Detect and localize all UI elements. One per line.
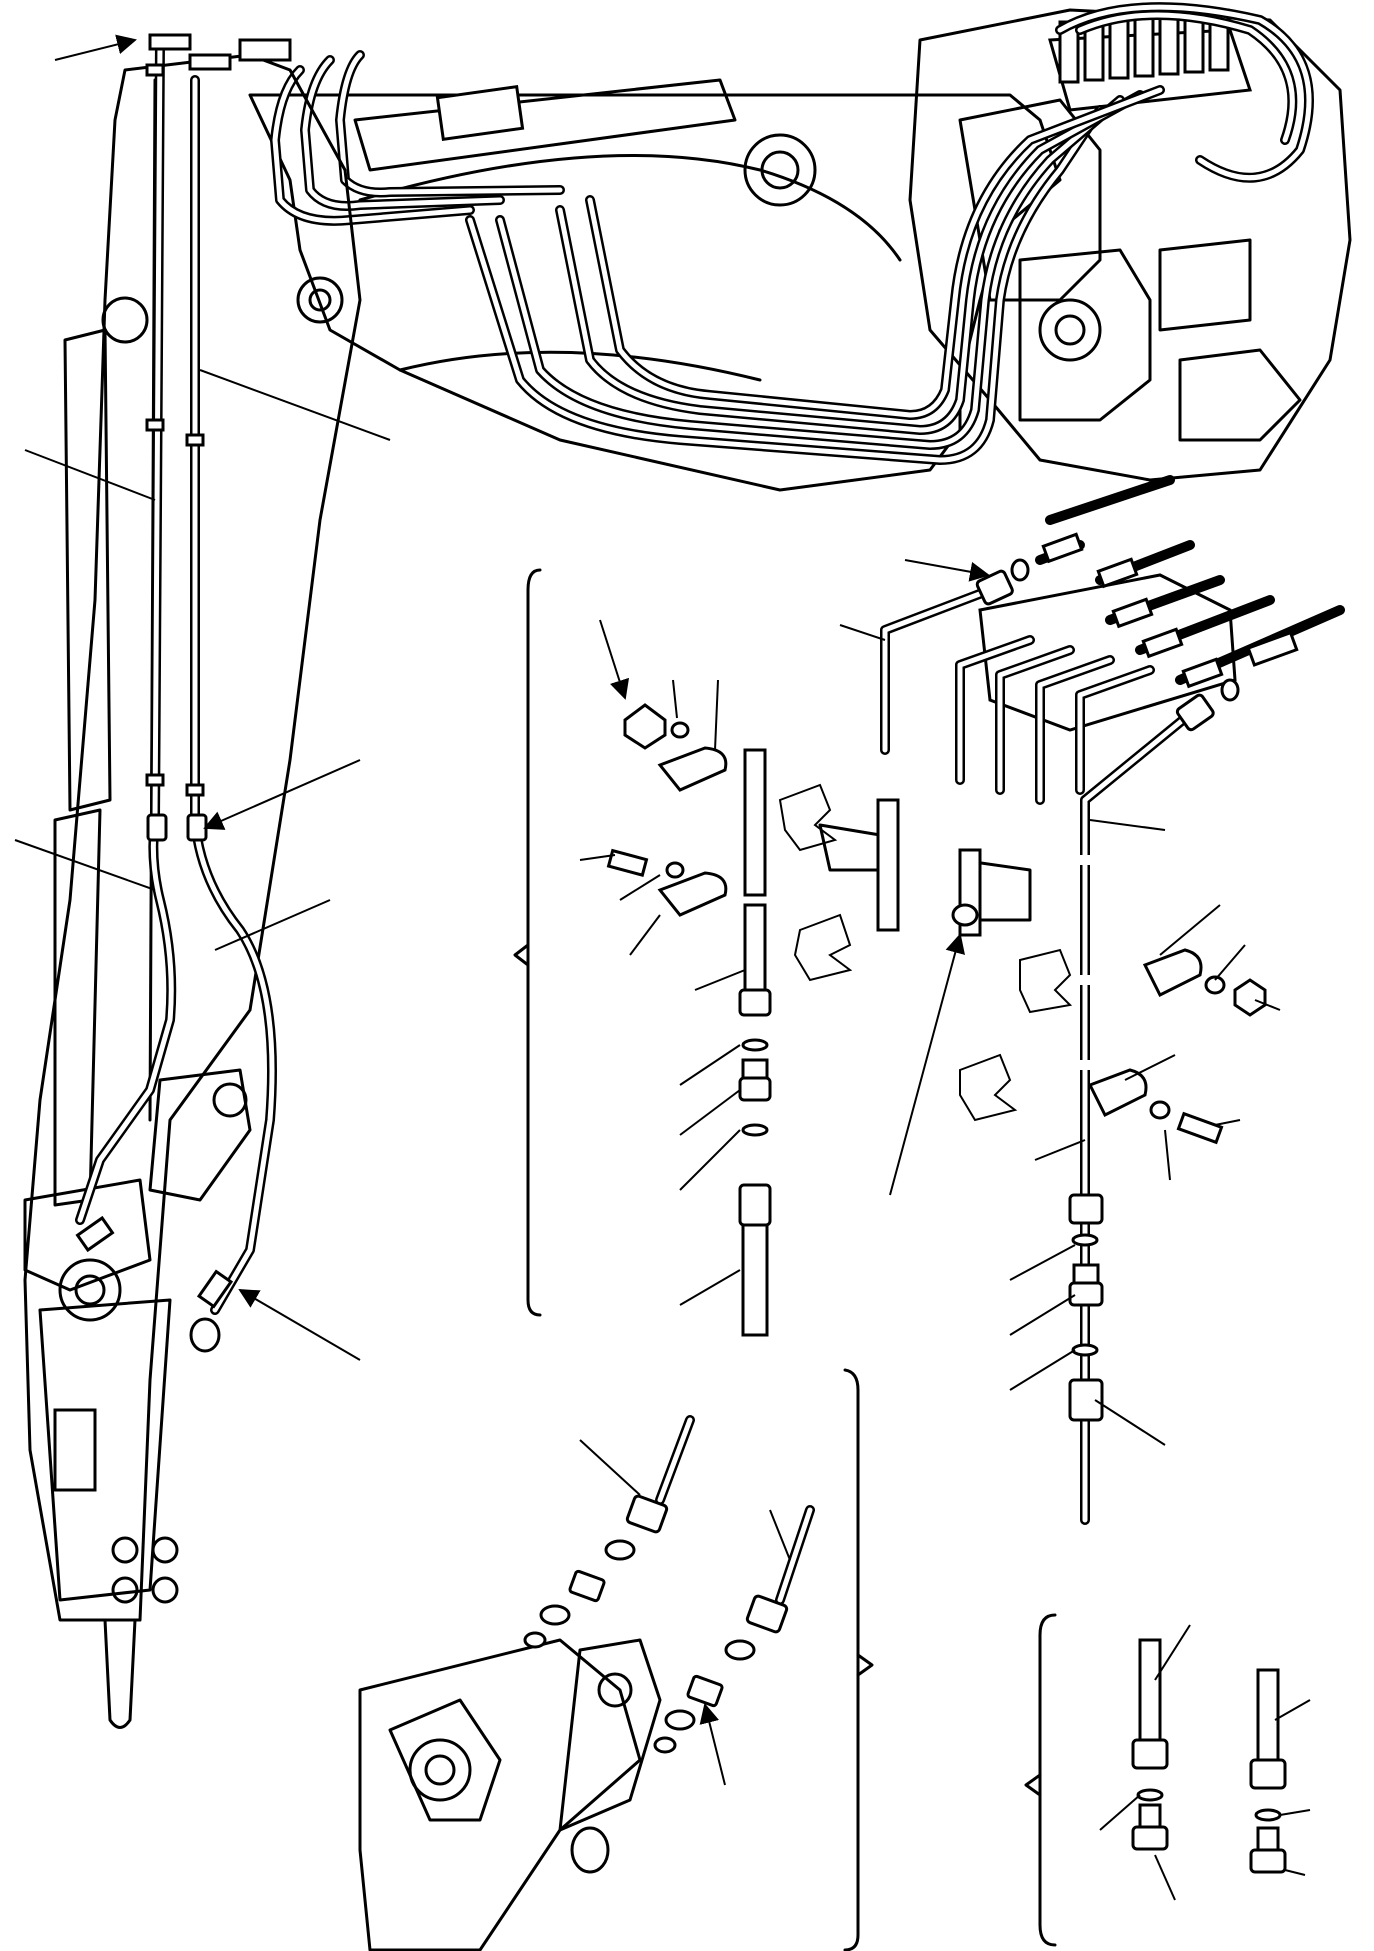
arm-tubes	[75, 33, 292, 1353]
arm-tube-routing-detail-right	[839, 475, 1345, 1525]
bucket-attachment-coupling-detail	[358, 1368, 874, 1951]
swing-bracket	[908, 8, 1352, 482]
manifold-fittings	[1010, 475, 1345, 702]
overview-leaders	[14, 34, 391, 1361]
arm-tube-routing-detail-left	[513, 568, 900, 1337]
boom-hose-bundle	[270, 2, 1314, 465]
tube-end-fitting-detail	[1024, 1613, 1311, 1947]
